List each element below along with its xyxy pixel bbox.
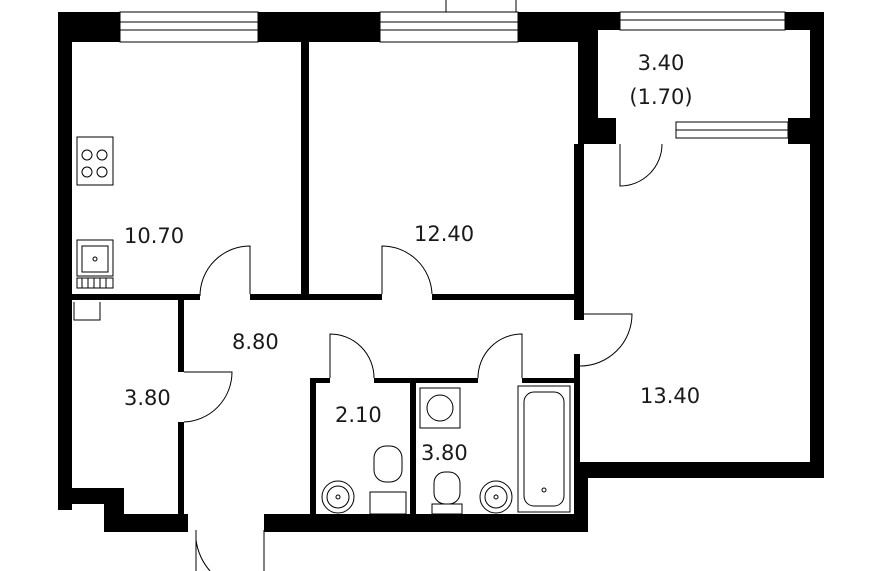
washing-machine-icon: [419, 387, 461, 429]
stove-icon: [76, 136, 114, 186]
washbasin-icon: [321, 480, 355, 514]
outer-walls: [58, 12, 824, 532]
bedroom-area-label: 12.40: [414, 222, 474, 246]
toilet-icon: [431, 471, 463, 515]
toilet-icon: [369, 445, 407, 515]
doors: [183, 143, 663, 571]
wc-area-label: 2.10: [335, 403, 382, 427]
windows: [119, 0, 789, 139]
radiator-icon: [76, 277, 114, 289]
kitchen-area-label: 10.70: [124, 224, 184, 248]
bedroom-door: [381, 245, 433, 295]
living-area-label: 13.40: [640, 384, 700, 408]
wc-door: [329, 333, 375, 379]
balcony-area-label: 3.40: [638, 51, 685, 75]
bathroom-door: [477, 333, 523, 379]
entrance-door: [195, 530, 265, 571]
washbasin-icon: [479, 480, 513, 514]
shelf-icon: [73, 302, 101, 321]
balcony-door: [619, 143, 663, 187]
balcony-window: [619, 11, 786, 31]
living-door: [579, 313, 633, 367]
room-labels: 10.70 12.40 3.40 (1.70) 13.40 8.80 3.80 …: [124, 51, 700, 465]
kitchen-window: [119, 11, 259, 43]
bedroom-window: [379, 11, 519, 43]
bathroom-area-label: 3.80: [421, 441, 468, 465]
hall-area-label: 8.80: [232, 330, 279, 354]
balcony-reduced-area-label: (1.70): [629, 85, 692, 109]
bathtub-icon: [517, 385, 571, 513]
interior-walls: [72, 42, 580, 514]
storage-area-label: 3.80: [124, 386, 171, 410]
storage-door: [183, 371, 233, 423]
kitchen-door: [199, 245, 251, 297]
sink-icon: [76, 239, 114, 277]
